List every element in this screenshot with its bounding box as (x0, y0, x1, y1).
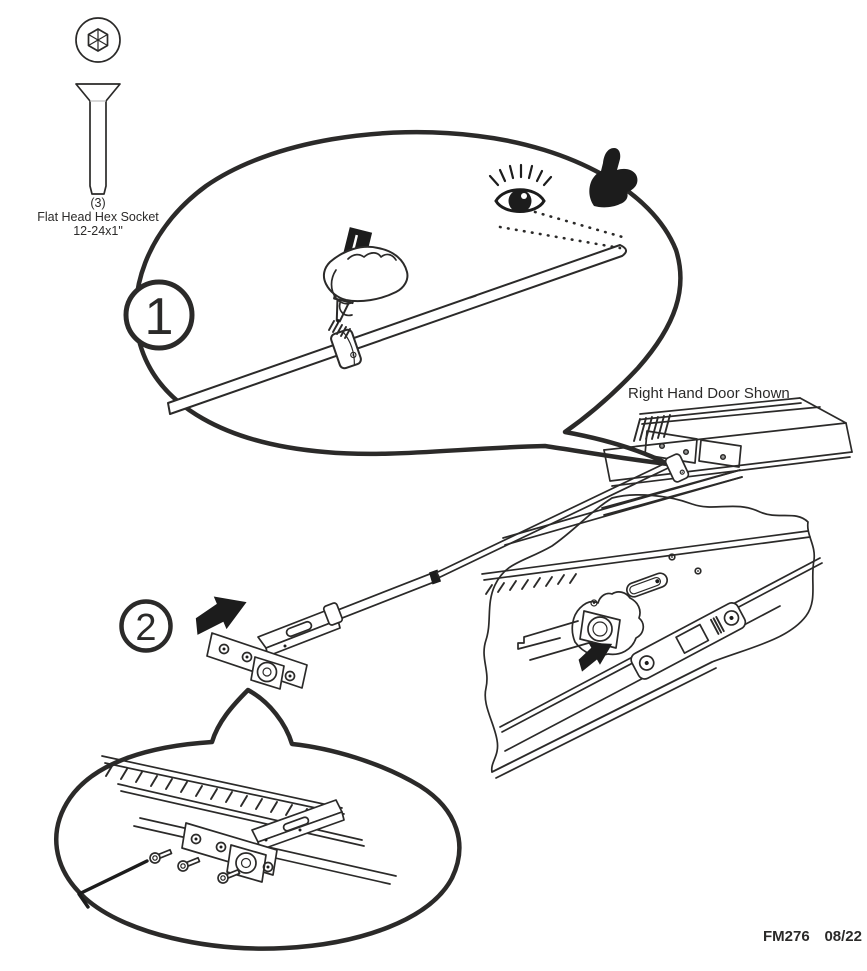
parts-callout: (3) Flat Head Hex Socket 12-24x1" (37, 17, 159, 238)
step2-balloon (54, 687, 462, 951)
door-cutaway-view (481, 494, 823, 779)
adjustment-slot (625, 572, 669, 598)
screw-head-top-view-icon (75, 17, 121, 63)
rod-in-balloon (167, 244, 627, 415)
part-quantity: (3) (90, 196, 105, 210)
door-note-label: Right Hand Door Shown (628, 385, 790, 402)
door-top-view (601, 397, 853, 516)
door-guide-collar (664, 453, 690, 483)
cam-arrow-icon (578, 642, 613, 672)
step2-number: 2 (135, 607, 156, 649)
hand-icon (322, 245, 409, 317)
step1-marker: 1 (123, 279, 195, 351)
latch-faceplate-detail (181, 822, 278, 883)
mounting-screw-icon (149, 848, 173, 864)
latch-tube (257, 602, 344, 657)
thumbs-up-icon (589, 148, 638, 208)
form-date: 08/22 (824, 928, 862, 945)
step1-number: 1 (145, 288, 174, 346)
rod-collar (330, 328, 362, 370)
mounting-screw-icon (177, 856, 201, 872)
step2-group: 2 (119, 596, 344, 690)
step2-marker: 2 (119, 599, 173, 653)
flat-head-screw-icon (75, 83, 121, 195)
form-number: FM276 (763, 928, 810, 945)
cam-bracket (571, 591, 645, 657)
step1-balloon: 1 (123, 129, 683, 467)
sight-line-upper (533, 210, 628, 240)
footer: FM276 08/22 (763, 928, 862, 945)
allen-key-icon (77, 859, 149, 909)
door-corner-detail (101, 755, 397, 885)
part-size: 12-24x1" (73, 224, 123, 238)
hem-hatching (485, 573, 577, 595)
insert-arrow-icon (195, 596, 247, 635)
mounting-screw-icon (217, 868, 241, 884)
part-name: Flat Head Hex Socket (37, 210, 159, 224)
rod-ferrule (322, 602, 344, 626)
thread-hatching (633, 414, 671, 442)
latch-faceplate (206, 632, 308, 690)
latch-edge-plate (630, 602, 747, 680)
eye-icon (488, 163, 628, 250)
